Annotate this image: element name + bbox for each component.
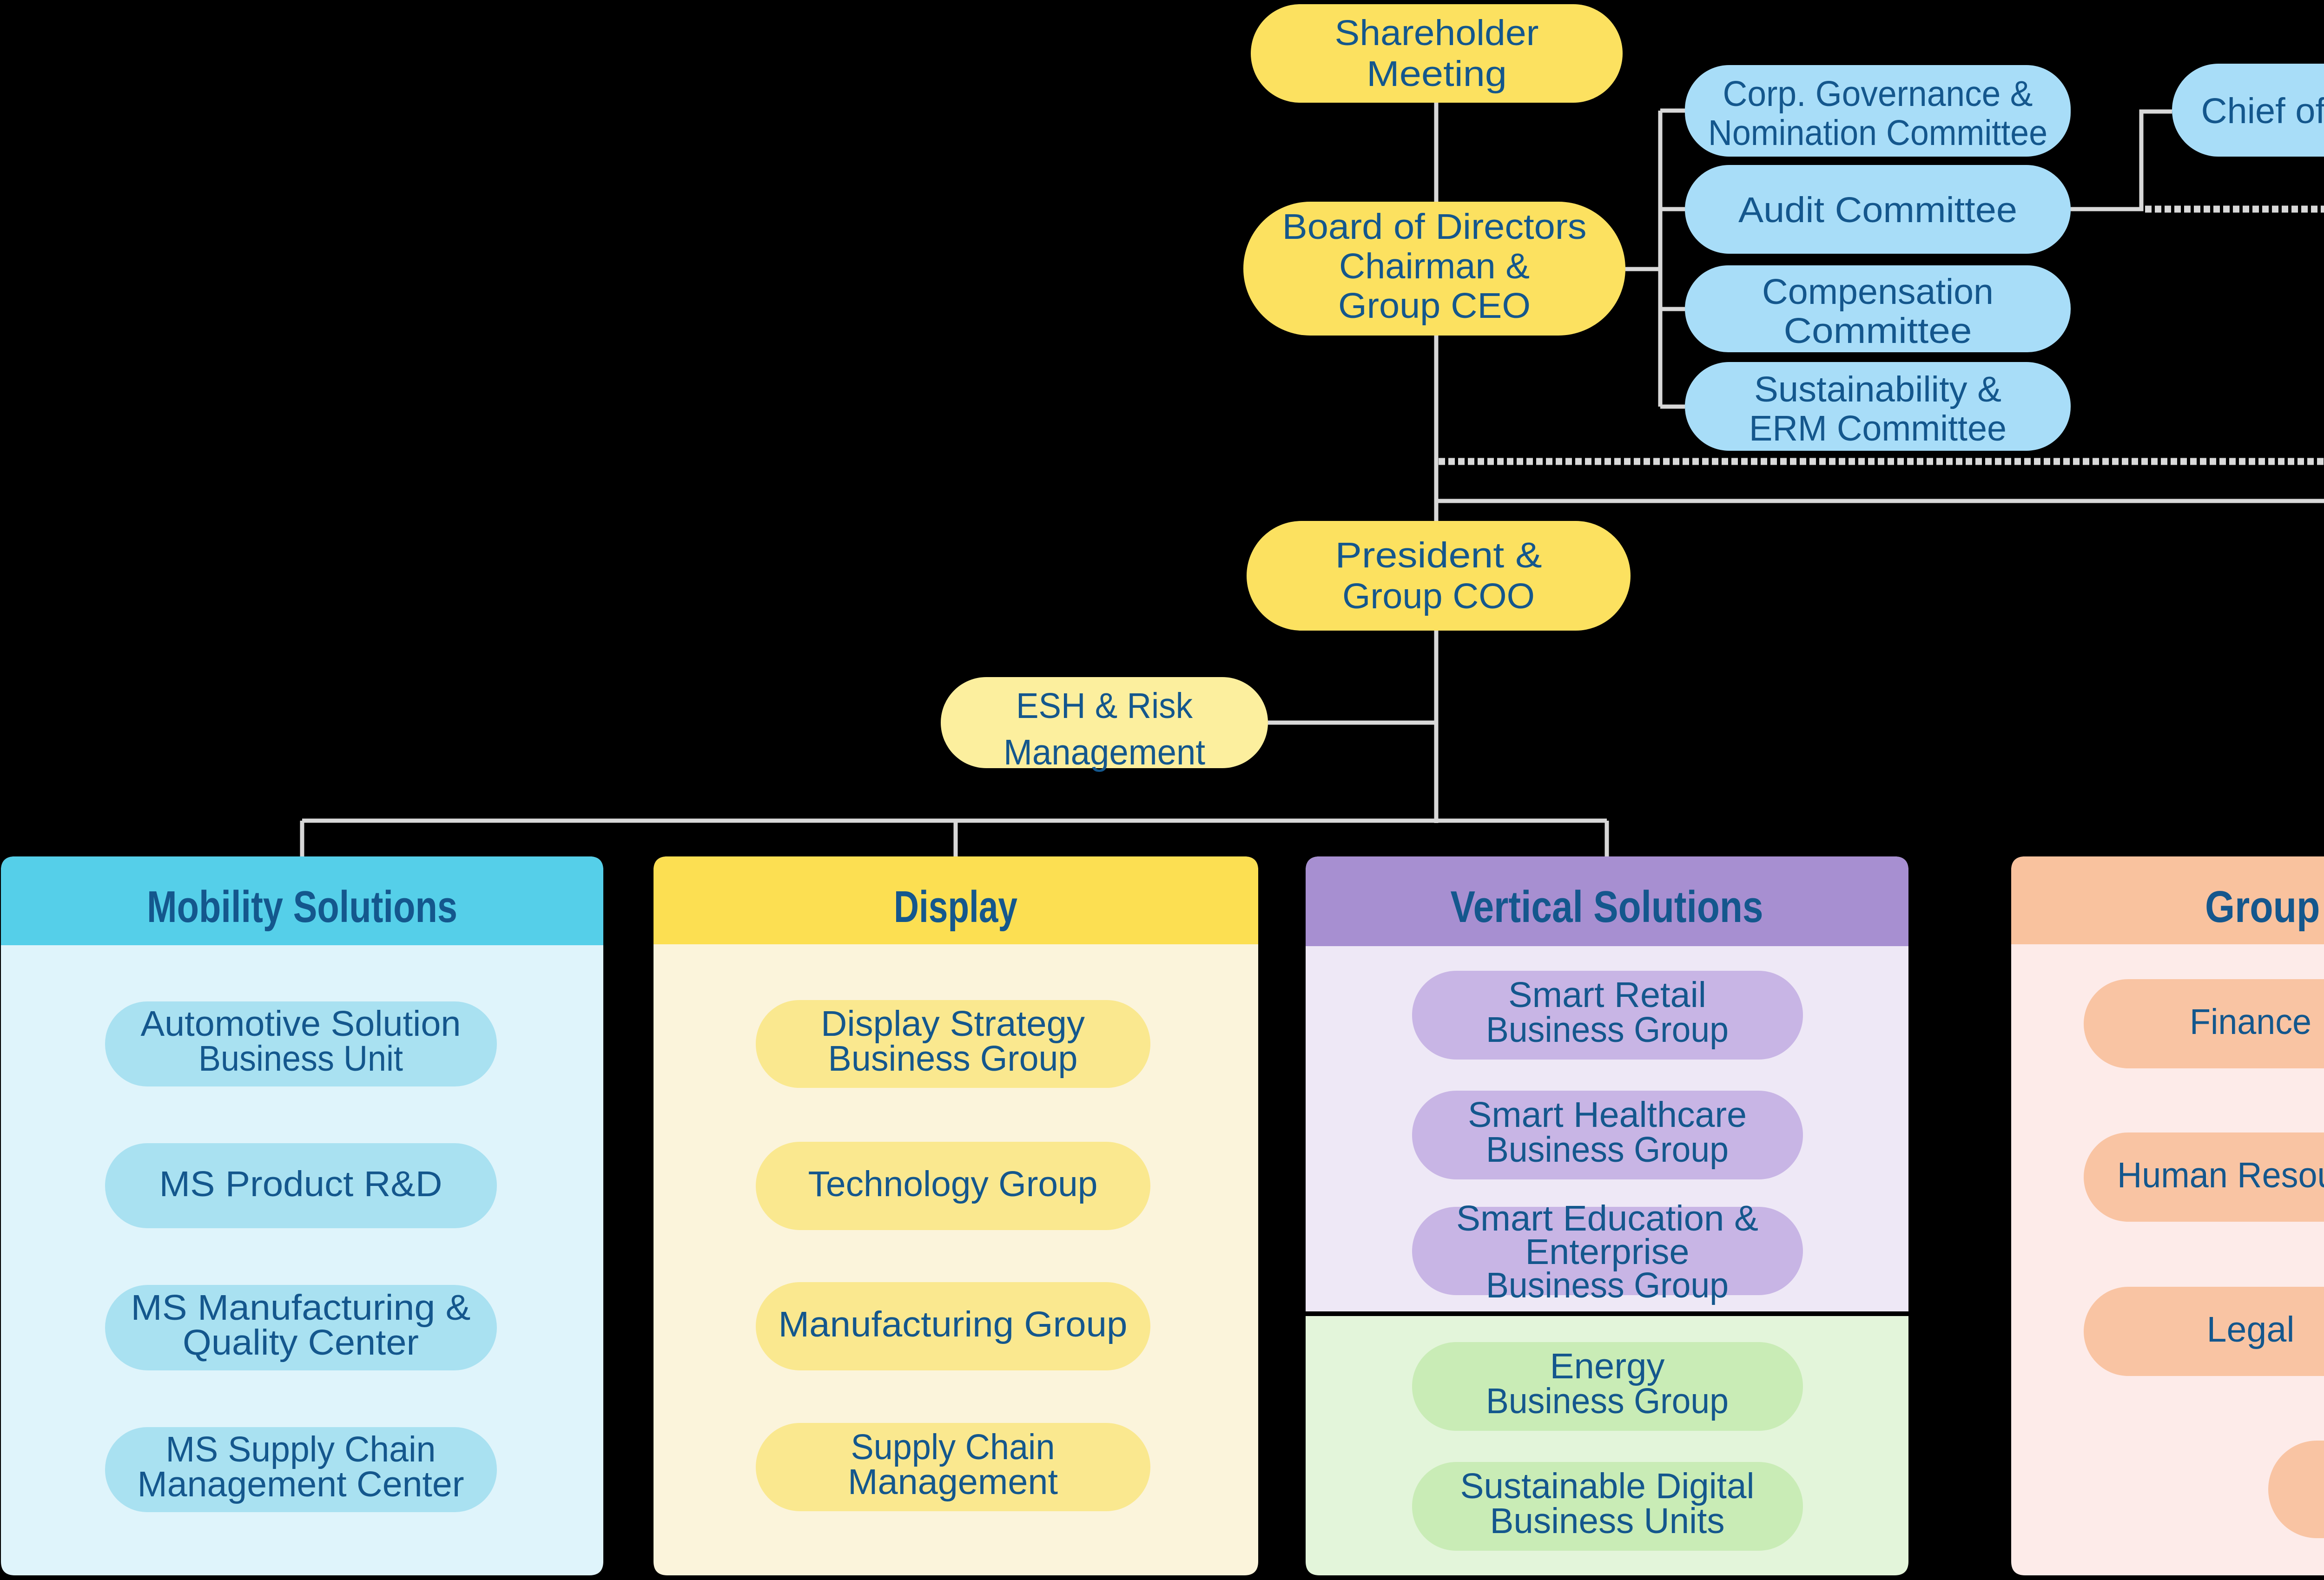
svg-text:Mobility Solutions: Mobility Solutions (147, 882, 457, 932)
svg-text:Human Resource: Human Resource (2117, 1155, 2324, 1195)
svg-text:Corp. Governance &: Corp. Governance & (1723, 74, 2033, 114)
svg-text:Management Center: Management Center (138, 1464, 464, 1504)
svg-text:Business Group: Business Group (1486, 1265, 1729, 1305)
svg-text:Supply Chain: Supply Chain (851, 1427, 1055, 1467)
svg-text:Audit Committee: Audit Committee (1738, 190, 2017, 230)
svg-text:Meeting: Meeting (1367, 54, 1507, 94)
svg-text:MS Supply Chain: MS Supply Chain (166, 1429, 436, 1469)
svg-text:Vertical Solutions: Vertical Solutions (1451, 882, 1763, 932)
svg-text:Business Group: Business Group (1486, 1130, 1729, 1170)
svg-text:Board of Directors: Board of Directors (1282, 207, 1587, 247)
svg-text:Business Units: Business Units (1490, 1501, 1725, 1541)
svg-text:Display Strategy: Display Strategy (821, 1004, 1085, 1044)
svg-text:Business Group: Business Group (1486, 1010, 1729, 1050)
svg-text:Nomination Committee: Nomination Committee (1708, 113, 2047, 153)
svg-text:Management: Management (1004, 732, 1205, 772)
svg-text:Technology Group: Technology Group (808, 1164, 1098, 1204)
svg-text:Automotive Solution: Automotive Solution (141, 1004, 461, 1044)
svg-text:Sustainable Digital: Sustainable Digital (1460, 1466, 1755, 1506)
svg-text:Business Group: Business Group (828, 1039, 1078, 1079)
svg-text:Enterprise: Enterprise (1525, 1232, 1690, 1272)
svg-text:Smart Education &: Smart Education & (1456, 1198, 1758, 1238)
svg-text:Group CEO: Group CEO (1338, 286, 1531, 326)
svg-text:Management: Management (848, 1462, 1058, 1502)
svg-text:Energy: Energy (1550, 1346, 1665, 1386)
svg-text:Smart Retail: Smart Retail (1508, 975, 1706, 1015)
svg-text:Group Infrastructure Unit: Group Infrastructure Unit (2205, 882, 2324, 932)
svg-text:Finance: Finance (2190, 1002, 2311, 1042)
svg-text:Manufacturing Group: Manufacturing Group (779, 1304, 1128, 1344)
svg-text:Chief of Compliance: Chief of Compliance (2201, 91, 2324, 131)
svg-text:MS Product R&D: MS Product R&D (159, 1164, 442, 1204)
svg-text:President &: President & (1335, 535, 1542, 575)
svg-text:Quality Center: Quality Center (183, 1323, 419, 1363)
svg-text:Sustainability &: Sustainability & (1754, 369, 2001, 409)
svg-text:Smart Healthcare: Smart Healthcare (1468, 1095, 1747, 1135)
svg-text:ESH & Risk: ESH & Risk (1016, 686, 1193, 726)
svg-text:Committee: Committee (1784, 311, 1972, 351)
svg-text:ERM Committee: ERM Committee (1749, 408, 2007, 448)
svg-text:Display: Display (894, 882, 1017, 932)
svg-text:MS Manufacturing &: MS Manufacturing & (131, 1288, 471, 1328)
svg-text:Legal: Legal (2207, 1310, 2295, 1350)
svg-text:Compensation: Compensation (1762, 272, 1994, 312)
svg-text:Group COO: Group COO (1342, 576, 1535, 616)
svg-text:Chairman &: Chairman & (1339, 246, 1530, 286)
svg-text:Business Group: Business Group (1486, 1381, 1729, 1421)
svg-text:Shareholder: Shareholder (1335, 13, 1539, 53)
svg-text:Business Unit: Business Unit (198, 1039, 403, 1079)
